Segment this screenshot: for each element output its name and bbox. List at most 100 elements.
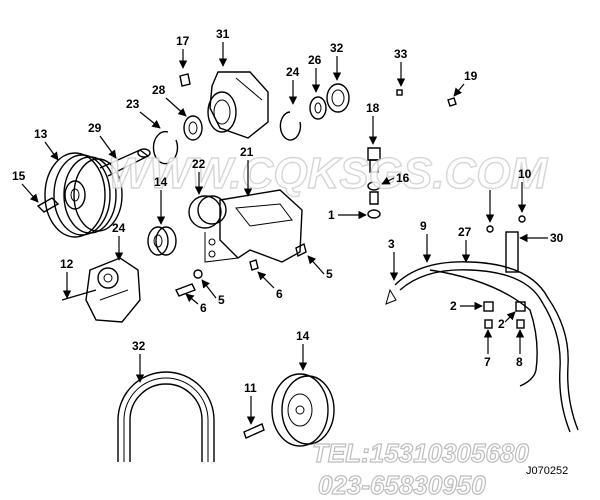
callout-label: 29: [88, 121, 102, 135]
callout-label: 7: [484, 355, 491, 369]
callout-label: 11: [244, 381, 257, 395]
callout-label: 21: [240, 145, 254, 159]
washer-4-drawing: [193, 269, 203, 279]
watermark-site: WWW.CQKSGS.COM: [108, 149, 548, 198]
callout-label: 1: [328, 208, 335, 222]
callout-9: 10: [517, 167, 532, 213]
callout-2-left: 2: [450, 299, 483, 313]
idler-22-drawing: [188, 195, 227, 229]
callout-19: 19: [453, 69, 478, 97]
callout-label: 5: [218, 293, 225, 307]
callout-28: 31: [216, 27, 230, 67]
fittings-2-6-drawing: [483, 301, 526, 329]
callout-22: 22: [192, 157, 206, 195]
callout-label: 6: [200, 301, 207, 315]
callout-24-left: 23: [126, 97, 161, 129]
callout-6-right: 8: [515, 329, 525, 369]
bolt-16-drawing: [179, 73, 191, 87]
callout-label: 19: [464, 69, 478, 83]
callout-label: 14: [154, 175, 168, 189]
callout-30: 32: [132, 339, 146, 383]
callout-10: 11: [244, 381, 257, 425]
callout-3: 3: [388, 237, 399, 281]
callout-label: 8: [516, 355, 523, 369]
callout-label: 13: [34, 127, 48, 141]
part-33-drawing: [396, 89, 403, 96]
callout-7: 6: [185, 293, 207, 315]
callout-label: 15: [12, 169, 26, 183]
pulley-12-drawing: [44, 152, 123, 238]
callout-24-top: 24: [286, 65, 300, 105]
callout-33: 33: [394, 47, 408, 87]
callout-label: 6: [276, 287, 283, 301]
callout-8: 9: [420, 219, 432, 263]
callout-label: 2: [498, 317, 505, 331]
snap-ring-24-left: [152, 130, 179, 165]
callout-5-lower: 6: [257, 271, 283, 301]
watermark-phone: 023-65830950: [318, 470, 486, 500]
callout-12: 13: [34, 127, 59, 161]
callout-29: 32: [330, 41, 344, 81]
callout-label: 24: [112, 221, 126, 235]
part-19-drawing: [447, 97, 457, 107]
bolt-5-upper: [295, 242, 307, 258]
figure-code: J070252: [526, 465, 568, 477]
bolt-5-lower: [249, 259, 259, 271]
callout-14: 14: [154, 175, 168, 225]
bolt-15-drawing: [36, 197, 60, 213]
bolt-7-drawing: [175, 283, 196, 297]
callout-label: 16: [396, 171, 410, 185]
callout-label: 18: [366, 101, 380, 115]
callout-label: 27: [458, 225, 472, 239]
callout-17: 16: [381, 171, 410, 185]
callout-label: 12: [60, 257, 74, 271]
bracket-21-drawing: [204, 189, 303, 263]
belt-30-drawing: [117, 371, 215, 462]
callout-13: 14: [296, 329, 310, 371]
callout-label: 17: [176, 34, 190, 48]
callout-label: 3: [388, 237, 395, 251]
pulley-14-drawing: [147, 226, 177, 256]
snap-ring-24-right: [279, 111, 302, 141]
callout-label: 23: [126, 97, 140, 111]
callout-label: 9: [420, 219, 427, 233]
callout-18: 18: [366, 101, 380, 145]
washer-25-drawing: [309, 96, 327, 120]
callout-5-upper: 5: [307, 255, 333, 281]
bearing-26-drawing: [183, 115, 203, 141]
callout-15: 15: [12, 169, 39, 203]
callout-label: 33: [394, 47, 408, 61]
callout-label: 32: [132, 339, 146, 353]
callout-31: 27: [458, 225, 472, 263]
callout-27: 29: [88, 121, 117, 159]
callout-23: 24: [112, 221, 126, 261]
callout-26: 28: [152, 83, 187, 117]
fitting-stack-18-17-1: [367, 147, 381, 219]
callout-6-left: 7: [483, 329, 493, 369]
callout-label: 30: [550, 231, 564, 245]
callout-1: 1: [328, 208, 367, 222]
callout-21: 21: [240, 145, 254, 197]
hose-assembly-31-drawing: [385, 231, 579, 433]
callout-4: 5: [201, 279, 225, 307]
callout-label: 5: [326, 267, 333, 281]
callout-11: 12: [60, 257, 74, 299]
callout-label: 31: [216, 27, 230, 41]
callout-label: 14: [296, 329, 310, 343]
callout-label: 22: [192, 157, 206, 171]
damper-13-drawing: [271, 373, 335, 447]
callout-label: 2: [450, 299, 457, 313]
bearing-29-drawing: [326, 83, 350, 113]
callout-25: 26: [308, 53, 322, 93]
callout-label: 10: [518, 167, 532, 181]
callout-label: 26: [308, 53, 322, 67]
bolt-10-drawing: [243, 423, 265, 439]
housing-28-drawing: [207, 71, 269, 139]
callout-32: 30: [519, 231, 564, 245]
callout-2-right: 2: [498, 311, 516, 331]
callout-label: 28: [152, 83, 166, 97]
callout-16: 17: [176, 34, 190, 69]
callout-label: 24: [286, 65, 300, 79]
shaft-27-drawing: [99, 148, 151, 177]
